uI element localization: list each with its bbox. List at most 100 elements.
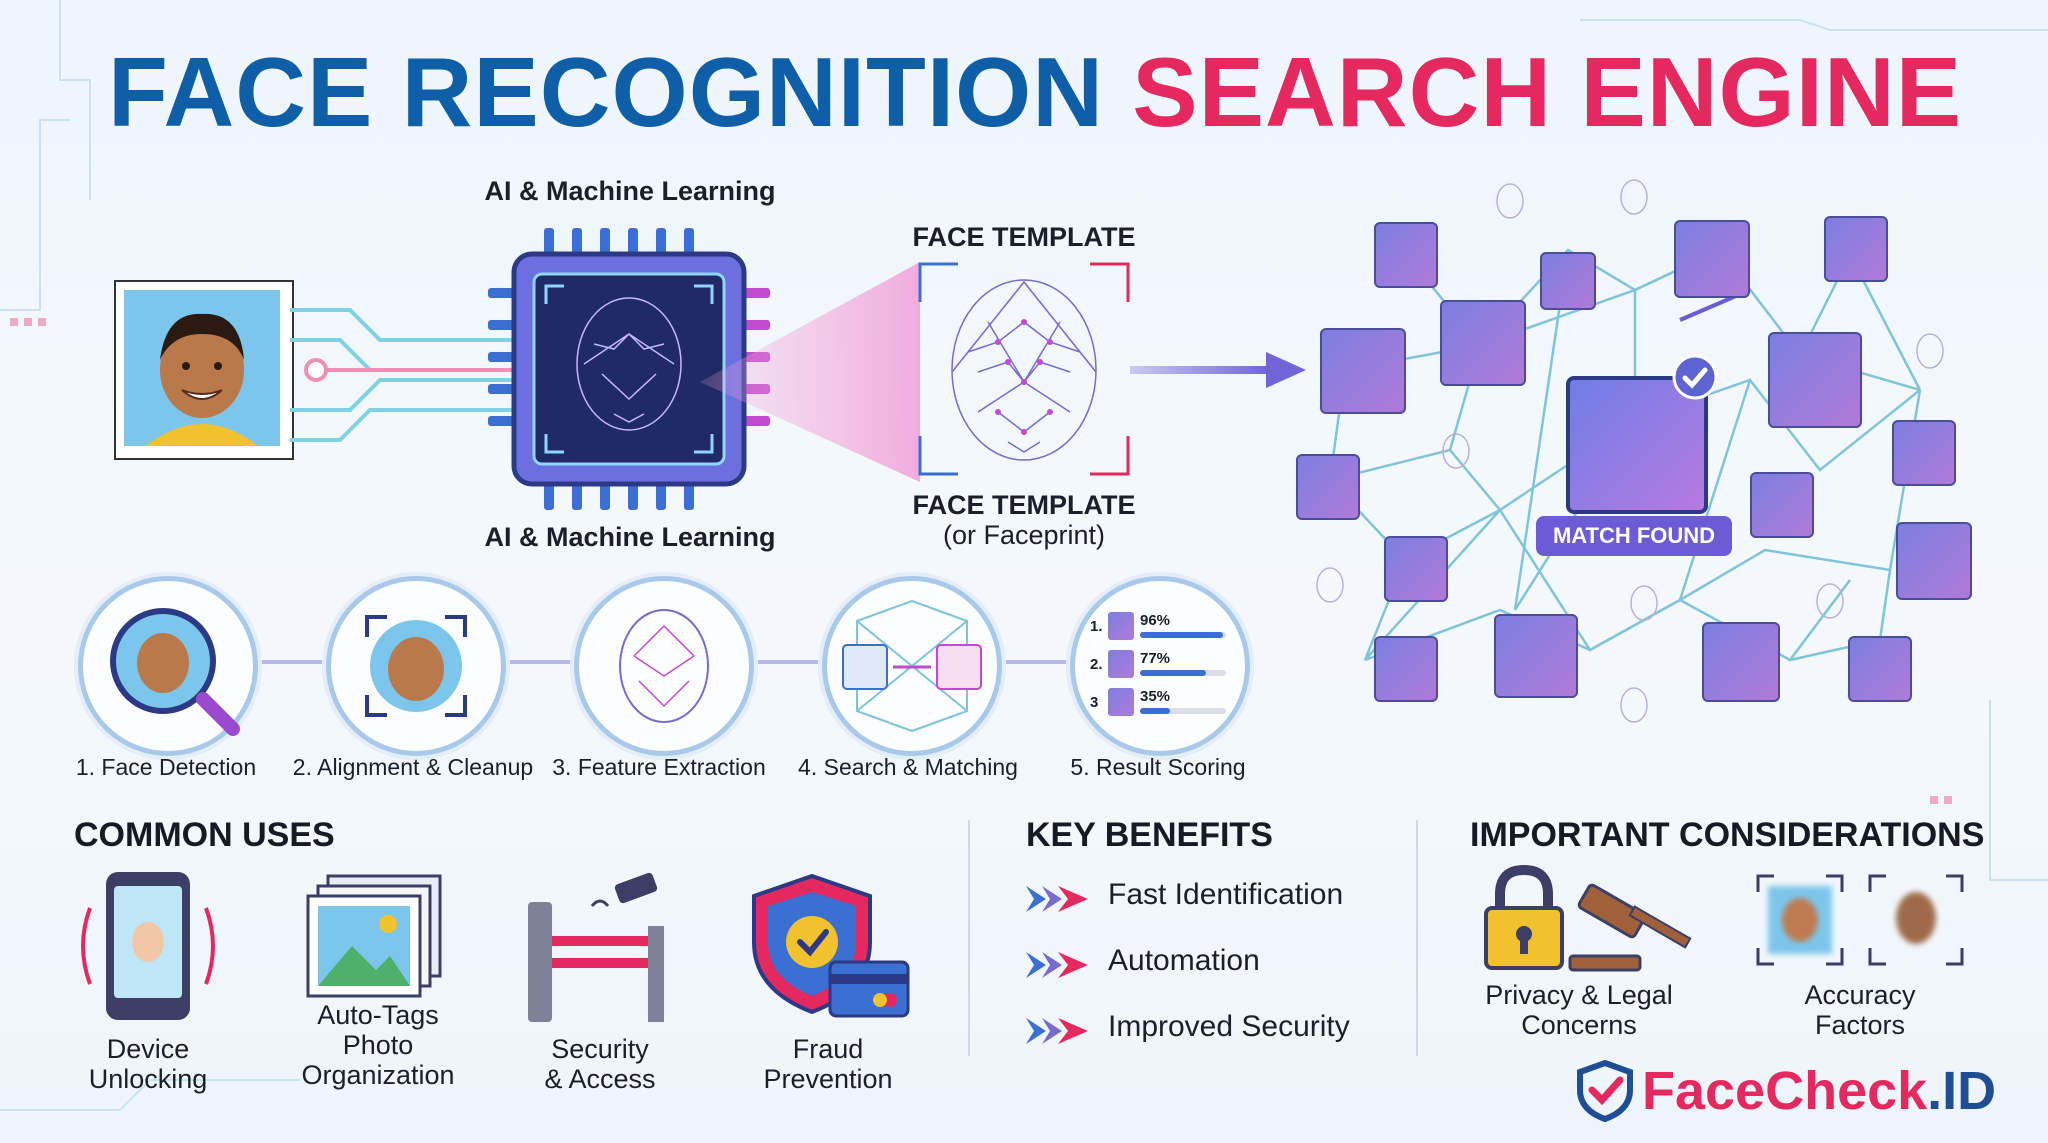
photo-stack-icon — [306, 874, 442, 998]
network-avatar — [1540, 252, 1596, 310]
network-avatar — [1296, 454, 1360, 520]
benefit-item: Improved Security — [1108, 1010, 1350, 1043]
checkmark-icon — [1672, 354, 1718, 400]
network-avatar — [1768, 332, 1862, 428]
considerations-heading: IMPORTANT CONSIDERATIONS — [1470, 816, 1985, 854]
step-label-1: 1. Face Detection — [75, 754, 257, 780]
page-title: FACE RECOGNITION SEARCH ENGINE — [108, 36, 1968, 156]
network-avatar — [1824, 216, 1888, 282]
network-avatar — [1374, 636, 1438, 702]
matched-face-card — [1566, 376, 1708, 514]
ai-label-top: AI & Machine Learning — [484, 176, 776, 206]
score-bar-fill — [1140, 632, 1223, 638]
score-rank: 2. — [1090, 656, 1103, 673]
person-face-icon — [124, 290, 280, 446]
wireframe-face-icon — [1496, 183, 1524, 219]
step-label-4: 4. Search & Matching — [798, 754, 1018, 780]
score-avatar — [1108, 650, 1134, 678]
step-circle-face-detection — [78, 576, 258, 756]
ai-chip-icon — [488, 228, 770, 510]
score-rank: 3 — [1090, 694, 1099, 711]
network-avatar — [1320, 328, 1406, 414]
title-part-2: SEARCH ENGINE — [1132, 37, 1963, 147]
score-value: 77% — [1140, 650, 1171, 667]
wireframe-face-icon — [619, 609, 709, 723]
network-avatar — [1494, 614, 1578, 698]
shield-check-logo-icon — [1577, 1060, 1633, 1122]
network-avatar — [1750, 472, 1814, 538]
blurred-faces-icon — [1756, 874, 1964, 966]
ai-label-bottom: AI & Machine Learning — [484, 522, 776, 552]
step-circle-search-matching — [822, 576, 1002, 756]
section-divider — [968, 820, 970, 1056]
benefit-item: Automation — [1108, 944, 1260, 977]
score-rank: 1. — [1090, 618, 1103, 635]
match-found-badge: MATCH FOUND — [1536, 516, 1732, 556]
arrow-right-icon — [1130, 352, 1306, 388]
score-bar-fill — [1140, 670, 1206, 676]
wireframe-face-icon — [1620, 687, 1648, 723]
double-arrow-icon — [1026, 886, 1088, 912]
common-uses-heading: COMMON USES — [74, 816, 335, 854]
wireframe-face-icon — [1316, 567, 1344, 603]
score-avatar — [1108, 688, 1134, 716]
photo-to-chip-connector — [290, 308, 520, 442]
phone-face-icon — [81, 872, 215, 1020]
search-network-icon — [842, 599, 982, 733]
score-row: 3 35% — [1090, 688, 1230, 718]
score-avatar — [1108, 612, 1134, 640]
consideration-label-accuracy: Accuracy Factors — [1804, 980, 1916, 1040]
network-avatar — [1896, 522, 1972, 600]
double-arrow-icon — [1026, 952, 1088, 978]
step-circle-result-scoring — [1070, 576, 1250, 756]
wireframe-face-icon — [1630, 585, 1658, 621]
consideration-label-privacy: Privacy & Legal Concerns — [1485, 980, 1673, 1040]
projection-beam — [700, 262, 920, 482]
wireframe-face-icon — [1620, 179, 1648, 215]
network-avatar — [1384, 536, 1448, 602]
network-avatar — [1892, 420, 1956, 486]
template-label-bottom: FACE TEMPLATE — [912, 490, 1136, 520]
score-row: 2. 77% — [1090, 650, 1230, 680]
use-label-security-access: Security & Access — [544, 1034, 656, 1094]
step-circle-alignment — [326, 576, 506, 756]
network-avatar — [1702, 622, 1780, 702]
aligned-face-icon — [365, 615, 467, 717]
score-value: 96% — [1140, 612, 1171, 629]
template-label-top: FACE TEMPLATE — [912, 222, 1136, 252]
brand-logo: FaceCheck.ID — [1642, 1061, 1997, 1121]
score-bar-fill — [1140, 708, 1170, 714]
use-label-auto-tags: Auto-Tags Photo Organization — [301, 1000, 455, 1090]
step-label-2: 2. Alignment & Cleanup — [292, 754, 534, 780]
wireframe-face-icon — [1442, 433, 1470, 469]
score-value: 35% — [1140, 688, 1171, 705]
step-label-5: 5. Result Scoring — [1070, 754, 1246, 780]
step-label-3: 3. Feature Extraction — [552, 754, 766, 780]
lock-gavel-icon — [1484, 864, 1692, 972]
use-label-device-unlocking: Device Unlocking — [88, 1034, 208, 1094]
wireframe-face-icon — [1916, 333, 1944, 369]
score-bar-track — [1140, 632, 1226, 638]
section-divider — [1416, 820, 1418, 1056]
wireframe-face-icon — [1816, 583, 1844, 619]
network-avatar — [1848, 636, 1912, 702]
network-avatar — [1674, 220, 1750, 298]
use-label-fraud-prevention: Fraud Prevention — [763, 1034, 893, 1094]
network-avatar — [1440, 300, 1526, 386]
input-photo — [114, 280, 294, 460]
key-benefits-heading: KEY BENEFITS — [1026, 816, 1273, 854]
face-template-icon — [918, 262, 1130, 476]
template-sublabel: (or Faceprint) — [942, 520, 1106, 550]
score-bar-track — [1140, 670, 1226, 676]
title-part-1: FACE RECOGNITION — [108, 37, 1105, 147]
score-bar-track — [1140, 708, 1226, 714]
double-arrow-icon — [1026, 1018, 1088, 1044]
network-avatar — [1374, 222, 1438, 288]
magnifier-face-icon — [110, 608, 240, 736]
step-circle-feature-extraction — [574, 576, 754, 756]
security-gate-icon — [528, 872, 664, 1022]
benefit-item: Fast Identification — [1108, 878, 1344, 911]
shield-card-icon — [752, 873, 910, 1018]
score-row: 1. 96% — [1090, 612, 1230, 642]
